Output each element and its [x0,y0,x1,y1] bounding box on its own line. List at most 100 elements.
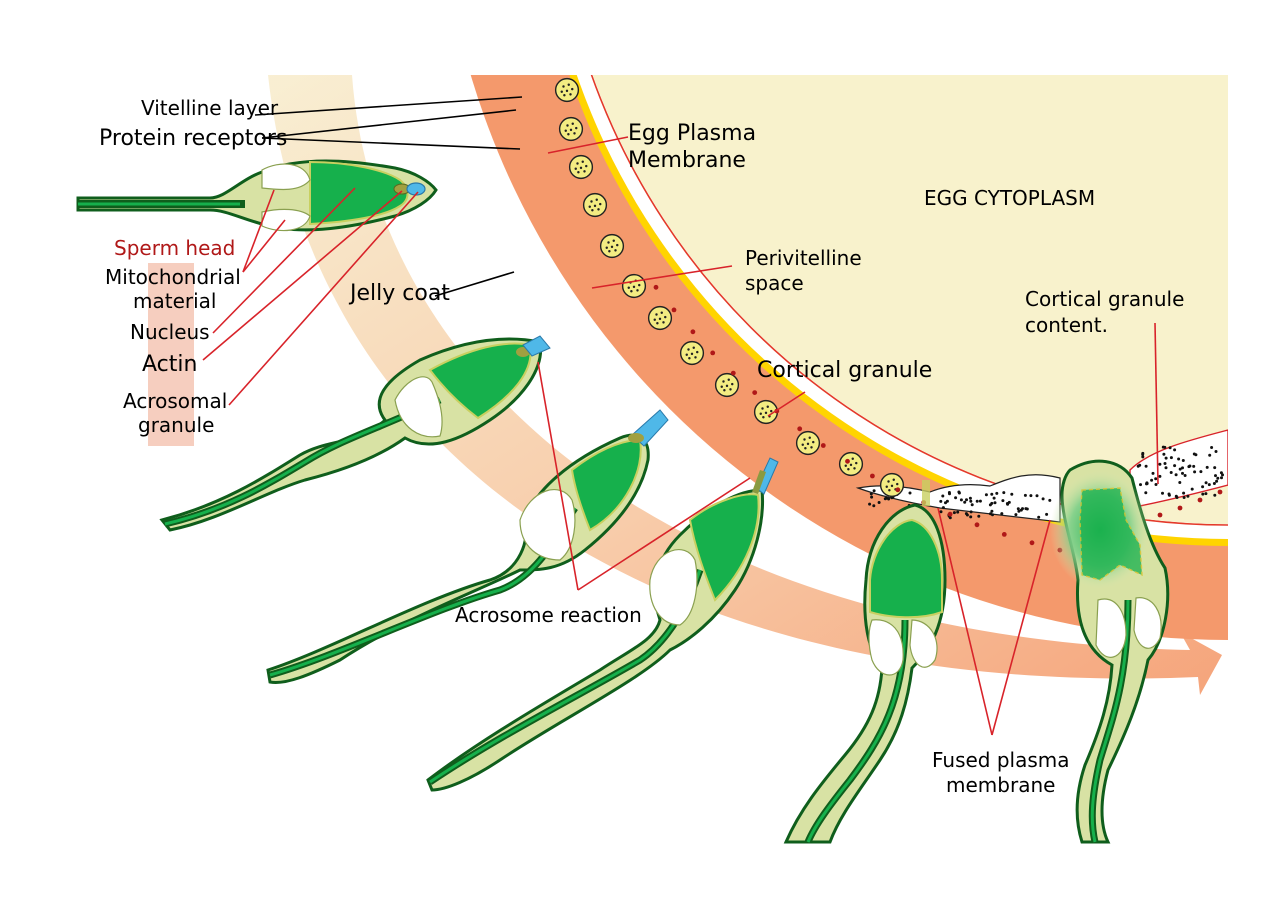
content-dot [1139,483,1142,487]
content-dot [1182,496,1186,499]
content-dot [1173,464,1177,468]
content-dot [990,492,994,496]
label-mitochondrial-1: Mitochondrial [105,265,241,289]
content-dot [1194,453,1198,457]
label-egg-plasma-1: Egg Plasma [628,121,756,146]
content-dot [1021,507,1024,511]
content-dot [1141,455,1145,459]
content-dot [870,495,874,499]
protein-receptor [1029,540,1035,546]
content-dot [1016,507,1020,511]
content-dot [984,493,988,497]
content-dot [883,497,887,501]
content-dot [1145,481,1149,485]
content-dot [1192,464,1196,468]
content-dot [1024,507,1028,511]
content-dot [1144,491,1148,495]
protein-receptor [752,390,758,395]
content-dot [1136,464,1140,468]
cortical-granule [838,451,864,477]
content-dot [1163,445,1167,449]
content-dot [954,496,958,500]
cortical-granule [554,77,580,103]
content-dot [1000,512,1004,516]
sperm-5 [783,480,947,844]
label-jelly-coat: Jelly coat [348,281,450,306]
label-protein-receptors: Protein receptors [99,126,287,151]
label-vitelline-layer: Vitelline layer [141,96,279,120]
label-egg-plasma-2: Membrane [628,148,746,173]
cortical-granule [558,116,584,142]
content-dot [1154,477,1158,481]
label-perivitelline-2: space [745,271,804,295]
content-dot [872,489,876,493]
content-dot [1163,462,1167,465]
cortical-granule [795,430,821,456]
content-dot [872,504,876,508]
black-leader-lines [254,96,523,297]
protein-receptor [845,458,850,464]
labels: Vitelline layer Protein receptors Sperm … [99,96,1184,797]
label-cortical-content-2: content. [1025,313,1108,337]
cortical-granule [679,340,705,366]
content-dot [977,514,981,518]
content-dot [1213,466,1217,470]
protein-receptor [797,426,803,432]
content-dot [1212,482,1216,485]
content-dot [869,492,873,496]
cortical-granule [582,192,608,218]
sperm-3 [266,409,669,685]
content-dot [1181,459,1185,462]
content-dot [1041,497,1045,501]
content-dot [1164,466,1168,470]
content-dot [868,502,872,506]
content-dot [992,496,996,500]
content-dot [963,500,967,504]
content-dot [990,509,994,513]
red-leader-lines [202,136,1159,736]
content-dot [1201,485,1205,489]
content-dot [939,510,943,514]
label-mitochondrial-2: material [133,289,216,313]
content-dot [941,506,945,510]
content-dot [956,510,960,514]
content-dot [1154,483,1158,486]
content-dot [1186,494,1190,498]
sperm-2 [159,335,551,532]
content-dot [1164,456,1168,460]
label-acrosomal-2: granule [138,413,214,437]
protein-receptor [653,284,659,290]
content-dot [1173,448,1177,452]
content-dot [1219,471,1223,475]
content-dot [1208,453,1212,457]
protein-receptor [730,370,736,376]
content-dot [964,512,968,516]
content-dot [1144,464,1148,468]
content-dot [1035,494,1039,498]
content-dot [1001,499,1005,503]
content-dot [1213,493,1217,497]
content-dot [1183,474,1187,477]
content-dot [1002,491,1006,495]
label-sperm-head: Sperm head [114,236,235,260]
content-dot [1158,462,1162,466]
content-dot [978,499,982,503]
content-dot [957,490,961,494]
content-dot [1158,474,1162,478]
content-dot [1037,515,1041,519]
content-dot [993,501,997,505]
content-dot [1204,492,1208,496]
sperm-head-highlight [148,263,194,446]
content-dot [1175,496,1179,499]
label-nucleus: Nucleus [130,320,210,344]
content-dot [1190,487,1194,491]
content-dot [1193,470,1197,474]
label-acrosomal-1: Acrosomal [123,389,227,413]
content-dot [1205,465,1209,469]
content-dot [1010,492,1014,496]
content-dot [1181,471,1184,475]
content-dot [1220,476,1223,480]
content-dot [941,494,945,498]
content-dot [968,496,972,500]
